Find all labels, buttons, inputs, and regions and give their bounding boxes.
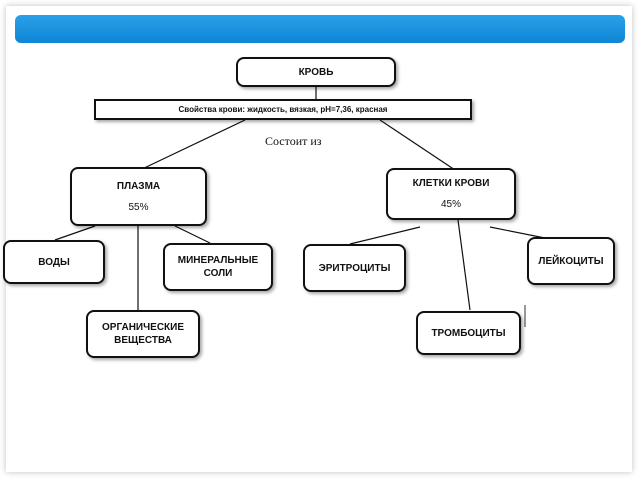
node-blood: КРОВЬ [236, 57, 396, 87]
connector-cells-erythrocytes [349, 226, 421, 245]
node-mineral-salts-label: МИНЕРАЛЬНЫЕ СОЛИ [177, 255, 259, 279]
connector-plasma-water [54, 225, 96, 241]
node-leukocytes: ЛЕЙКОЦИТЫ [527, 237, 615, 285]
node-erythrocytes-label: ЭРИТРОЦИТЫ [318, 262, 391, 274]
node-properties: Свойства крови: жидкость, вязкая, рН=7,3… [94, 99, 472, 120]
node-leukocytes-label: ЛЕЙКОЦИТЫ [538, 255, 604, 267]
node-blood-label: КРОВЬ [298, 66, 334, 78]
node-plasma-label: ПЛАЗМА [116, 180, 161, 192]
consists-of-label: Состоит из [265, 134, 322, 148]
node-water-label: ВОДЫ [38, 256, 70, 268]
node-thrombocytes-label: ТРОМБОЦИТЫ [431, 327, 506, 339]
node-blood-cells: КЛЕТКИ КРОВИ 45% [386, 168, 516, 220]
node-organic-substances: ОРГАНИЧЕСКИЕ ВЕЩЕСТВА [86, 310, 200, 358]
node-blood-cells-percent: 45% [440, 199, 461, 210]
connector-properties-plasma [139, 119, 246, 171]
connector-properties-cells [379, 119, 456, 171]
node-organic-substances-label: ОРГАНИЧЕСКИЕ ВЕЩЕСТВА [102, 322, 184, 346]
node-plasma: ПЛАЗМА 55% [70, 167, 207, 226]
node-water: ВОДЫ [3, 240, 105, 284]
node-plasma-percent: 55% [128, 201, 149, 213]
node-properties-label: Свойства крови: жидкость, вязкая, рН=7,3… [178, 104, 388, 114]
connector-plasma-minerals [174, 225, 211, 244]
node-thrombocytes: ТРОМБОЦИТЫ [416, 311, 521, 355]
header-bar [15, 15, 625, 43]
connector-cells-thrombocytes [457, 219, 471, 311]
node-blood-cells-label: КЛЕТКИ КРОВИ [412, 178, 490, 189]
node-erythrocytes: ЭРИТРОЦИТЫ [303, 244, 406, 292]
node-mineral-salts: МИНЕРАЛЬНЫЕ СОЛИ [163, 243, 273, 291]
